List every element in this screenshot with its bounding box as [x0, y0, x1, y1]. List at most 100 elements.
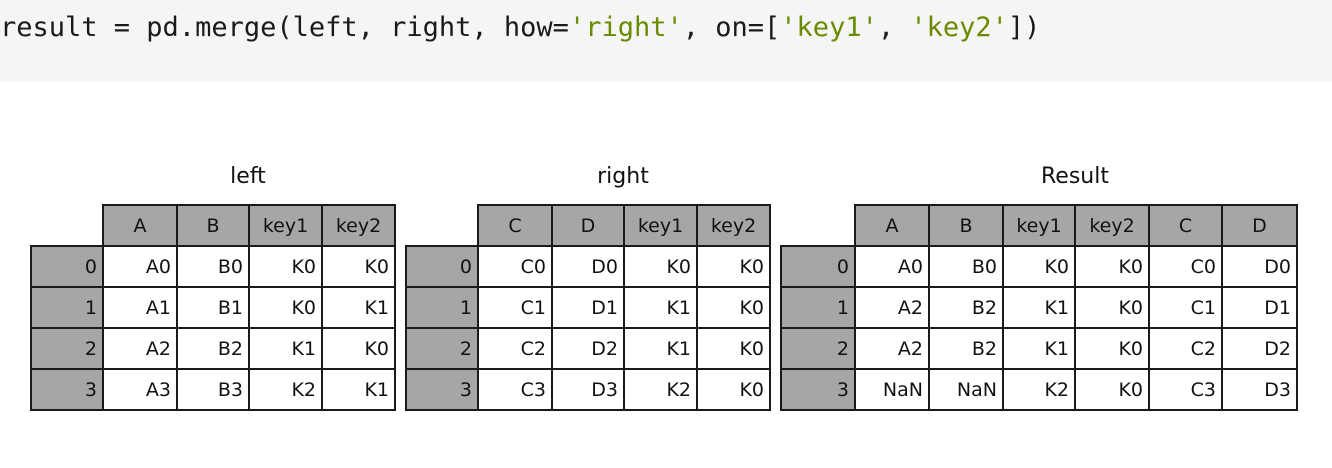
row-index: 3: [405, 368, 479, 411]
table-cell: A1: [102, 286, 178, 329]
row-index: 1: [780, 286, 856, 329]
table-cell: D2: [551, 327, 625, 370]
table-cell: A3: [102, 368, 178, 411]
table-cell: B0: [928, 245, 1004, 288]
table-cell: C2: [477, 327, 553, 370]
row-index: 1: [405, 286, 479, 329]
row-index: 2: [780, 327, 856, 370]
code-token: , on=[: [682, 12, 781, 43]
table-cell: K2: [623, 368, 698, 411]
table-cell: C1: [1148, 286, 1223, 329]
table-cell: K0: [248, 245, 323, 288]
column-header: key2: [321, 204, 396, 247]
table-cell: K0: [1074, 245, 1150, 288]
table-cell: A0: [854, 245, 930, 288]
table-cell: K0: [1074, 368, 1150, 411]
table-cell: K0: [248, 286, 323, 329]
table-cell: D1: [1221, 286, 1298, 329]
row-index: 3: [30, 368, 104, 411]
column-header: C: [477, 204, 553, 247]
table-cell: K2: [1002, 368, 1076, 411]
table-cell: A0: [102, 245, 178, 288]
column-header: D: [551, 204, 625, 247]
column-header: A: [102, 204, 178, 247]
string-literal: 'key2': [910, 12, 1008, 43]
string-literal: 'right': [568, 12, 683, 43]
dataframe-title: Result: [1041, 164, 1109, 189]
column-header: D: [1221, 204, 1298, 247]
column-header: key1: [248, 204, 323, 247]
row-index: 0: [780, 245, 856, 288]
table-cell: C0: [1148, 245, 1223, 288]
code-token: result = pd.merge(left, right, how=: [0, 12, 569, 43]
table-cell: K1: [1002, 286, 1076, 329]
table-cell: D0: [1221, 245, 1298, 288]
table-cell: K0: [696, 245, 771, 288]
table-cell: C0: [477, 245, 553, 288]
table-cell: NaN: [928, 368, 1004, 411]
table-cell: D1: [551, 286, 625, 329]
table-cell: K0: [1074, 327, 1150, 370]
column-header: key2: [1074, 204, 1150, 247]
table-cell: A2: [854, 327, 930, 370]
column-header: C: [1148, 204, 1223, 247]
row-index: 1: [30, 286, 104, 329]
row-index: 0: [405, 245, 479, 288]
table-cell: B2: [176, 327, 250, 370]
column-header: A: [854, 204, 930, 247]
code-block: result = pd.merge(left, right, how='righ…: [0, 0, 1332, 82]
table-cell: A2: [854, 286, 930, 329]
column-header: B: [928, 204, 1004, 247]
table-corner: [781, 205, 855, 246]
table-cell: B0: [176, 245, 250, 288]
column-header: key2: [696, 204, 771, 247]
table-cell: A2: [102, 327, 178, 370]
table-cell: NaN: [854, 368, 930, 411]
row-index: 0: [30, 245, 104, 288]
table-cell: D3: [551, 368, 625, 411]
table-cell: K1: [248, 327, 323, 370]
row-index: 2: [30, 327, 104, 370]
table-cell: K0: [1002, 245, 1076, 288]
table-cell: C2: [1148, 327, 1223, 370]
code-line: result = pd.merge(left, right, how='righ…: [0, 10, 1040, 46]
column-header: key1: [623, 204, 698, 247]
table-cell: C3: [477, 368, 553, 411]
table-cell: K0: [623, 245, 698, 288]
dataframe-title: right: [597, 164, 649, 189]
column-header: B: [176, 204, 250, 247]
code-token: ,: [877, 12, 911, 43]
table-cell: K1: [1002, 327, 1076, 370]
table-cell: B1: [176, 286, 250, 329]
table-cell: B3: [176, 368, 250, 411]
table-cell: K0: [696, 368, 771, 411]
table-cell: C1: [477, 286, 553, 329]
table-cell: K0: [321, 327, 396, 370]
row-index: 2: [405, 327, 479, 370]
table-cell: K0: [321, 245, 396, 288]
row-index: 3: [780, 368, 856, 411]
table-cell: K2: [248, 368, 323, 411]
table-corner: [406, 205, 478, 246]
table-cell: C3: [1148, 368, 1223, 411]
dataframe-title: left: [230, 164, 266, 189]
string-literal: 'key1': [780, 12, 878, 43]
table-cell: D3: [1221, 368, 1298, 411]
